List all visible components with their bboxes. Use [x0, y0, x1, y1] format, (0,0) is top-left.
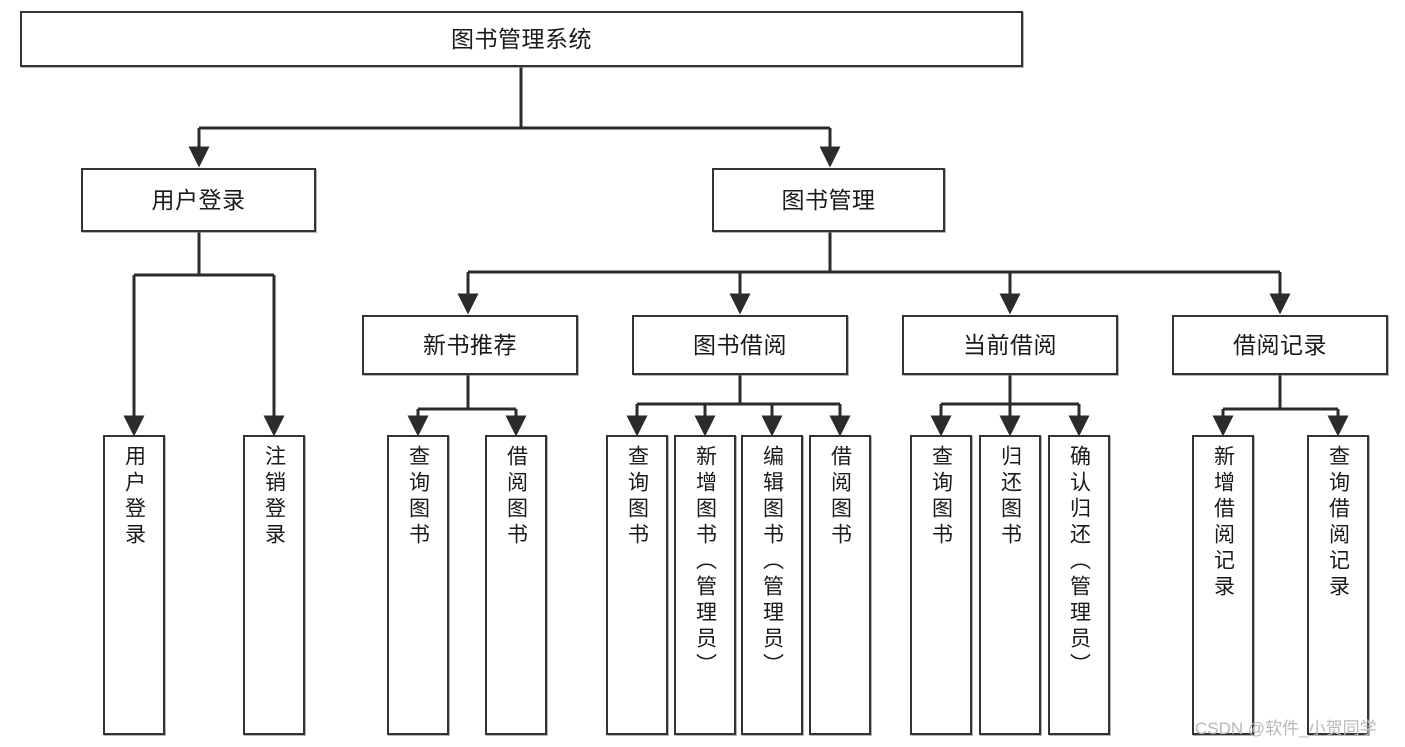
node-borrowing-record[interactable]: 借阅记录 [1172, 315, 1388, 375]
leaf-user-login[interactable]: 用户登录 [103, 435, 165, 735]
node-label: 查询图书 [929, 445, 953, 549]
node-label: 新增图书（管理员） [693, 445, 717, 679]
node-label: 图书借阅 [693, 331, 787, 358]
node-label: 确认归还（管理员） [1067, 445, 1091, 679]
leaf-add-borrow-record[interactable]: 新增借阅记录 [1192, 435, 1254, 735]
node-label: 新增借阅记录 [1211, 445, 1235, 601]
node-label: 查询图书 [406, 445, 430, 549]
node-label: 用户登录 [122, 445, 146, 549]
node-book-borrowing[interactable]: 图书借阅 [632, 315, 848, 375]
node-book-management[interactable]: 图书管理 [712, 168, 945, 232]
leaf-borrow-book-newbook[interactable]: 借阅图书 [485, 435, 547, 735]
node-label: 借阅记录 [1233, 331, 1327, 358]
leaf-add-book-admin[interactable]: 新增图书（管理员） [674, 435, 736, 735]
leaf-confirm-return-admin[interactable]: 确认归还（管理员） [1048, 435, 1110, 735]
node-label: 查询图书 [625, 445, 649, 549]
node-label: 查询借阅记录 [1326, 445, 1350, 601]
leaf-return-book[interactable]: 归还图书 [979, 435, 1041, 735]
node-root-book-management-system[interactable]: 图书管理系统 [20, 11, 1023, 67]
node-label: 编辑图书（管理员） [760, 445, 784, 679]
leaf-query-book-currentborrow[interactable]: 查询图书 [910, 435, 972, 735]
node-label: 图书管理 [781, 186, 876, 213]
node-label: 借阅图书 [504, 445, 528, 549]
node-current-borrowing[interactable]: 当前借阅 [902, 315, 1118, 375]
leaf-query-book-newbook[interactable]: 查询图书 [387, 435, 449, 735]
node-label: 借阅图书 [828, 445, 852, 549]
leaf-edit-book-admin[interactable]: 编辑图书（管理员） [741, 435, 803, 735]
node-label: 注销登录 [262, 445, 286, 549]
node-label: 新书推荐 [423, 331, 517, 358]
leaf-borrow-book-bookborrow[interactable]: 借阅图书 [809, 435, 871, 735]
leaf-query-borrow-record[interactable]: 查询借阅记录 [1307, 435, 1369, 735]
leaf-query-book-bookborrow[interactable]: 查询图书 [606, 435, 668, 735]
node-label: 图书管理系统 [451, 25, 592, 52]
leaf-logout[interactable]: 注销登录 [243, 435, 305, 735]
node-new-book-recommendation[interactable]: 新书推荐 [362, 315, 578, 375]
node-label: 归还图书 [998, 445, 1022, 549]
node-label: 当前借阅 [963, 331, 1057, 358]
node-label: 用户登录 [151, 186, 246, 213]
node-user-login[interactable]: 用户登录 [81, 168, 316, 232]
csdn-watermark: CSDN @软件_小贺同学 [1195, 719, 1377, 738]
